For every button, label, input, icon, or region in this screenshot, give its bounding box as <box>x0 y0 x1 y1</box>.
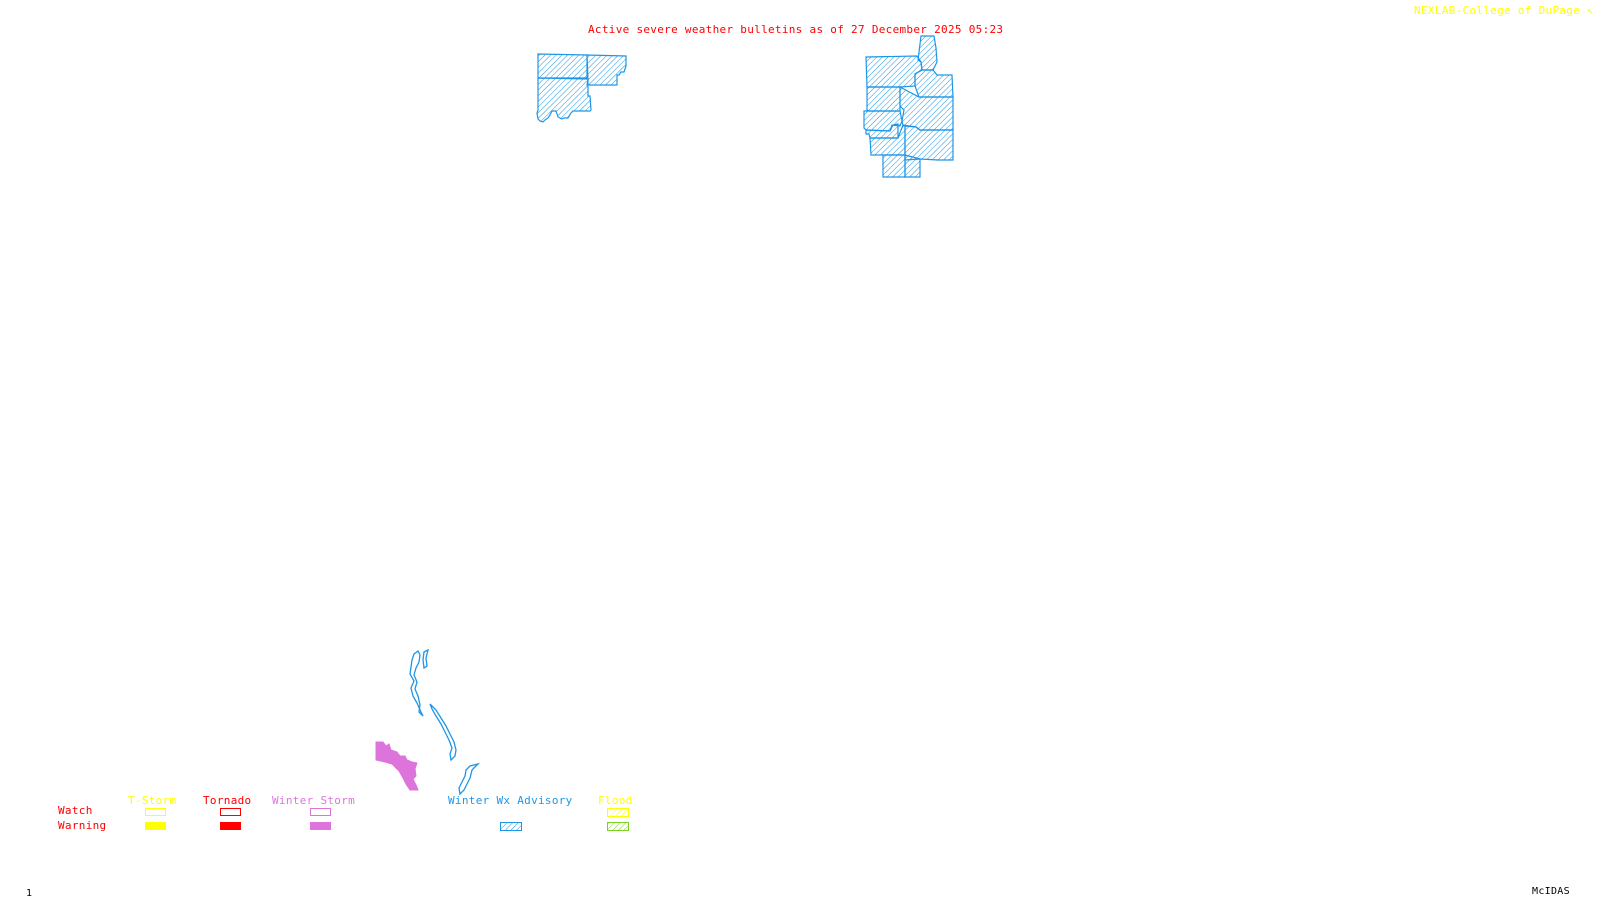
coastal-zone-outline[interactable] <box>422 648 429 670</box>
county-polygon[interactable] <box>914 69 954 98</box>
legend-flood-watch-swatch <box>607 808 629 817</box>
county-polygon[interactable] <box>536 77 592 123</box>
county-polygon[interactable] <box>863 110 903 132</box>
legend-tstorm-warning-swatch <box>145 822 166 830</box>
legend-tornado-watch-swatch <box>220 808 241 816</box>
coastal-zone-outline[interactable] <box>409 650 424 717</box>
cursor-arrow-icon: ↖ <box>1587 4 1595 17</box>
advisory-area-upper-right[interactable] <box>863 35 954 178</box>
legend-flood-label: Flood <box>598 794 633 807</box>
county-polygon[interactable] <box>904 125 954 161</box>
legend-tornado-label: Tornado <box>203 794 252 807</box>
frame-number: 1 <box>26 888 33 899</box>
county-polygon[interactable] <box>586 54 627 86</box>
legend-winter-advisory-label: Winter Wx Advisory <box>448 794 573 807</box>
county-polygon[interactable] <box>537 53 588 79</box>
legend-flood-warning-swatch <box>607 822 629 831</box>
software-label: McIDAS <box>1532 886 1570 897</box>
county-polygon[interactable] <box>904 154 921 178</box>
bulletin-title: Active severe weather bulletins as of 27… <box>588 23 1004 36</box>
advisory-area-upper-left[interactable] <box>536 53 627 123</box>
advisory-area-coastal[interactable] <box>409 648 481 796</box>
legend-winter-storm-warning-swatch <box>310 822 331 830</box>
legend-advisory-warning-swatch <box>500 822 522 831</box>
coastal-zone-outline[interactable] <box>458 762 481 796</box>
credit-text: NEXLAB-College of DuPage <box>1414 4 1581 17</box>
legend-row-warning: Warning <box>58 819 107 832</box>
county-polygon[interactable] <box>866 86 901 112</box>
legend-tstorm-label: T-Storm <box>128 794 177 807</box>
legend-tornado-warning-swatch <box>220 822 241 830</box>
warning-polygon[interactable] <box>375 741 419 791</box>
county-polygon[interactable] <box>865 55 923 88</box>
legend-tstorm-watch-swatch <box>145 808 166 816</box>
legend-winter-storm-label: Winter Storm <box>272 794 356 807</box>
legend-row-watch: Watch <box>58 804 93 817</box>
county-polygon[interactable] <box>882 154 906 178</box>
winter-storm-warning-area[interactable] <box>375 741 419 791</box>
coastal-zone-outline[interactable] <box>429 703 457 762</box>
credit-label: NEXLAB-College of DuPage ↖ <box>1414 5 1594 17</box>
legend-winter-storm-watch-swatch <box>310 808 331 816</box>
